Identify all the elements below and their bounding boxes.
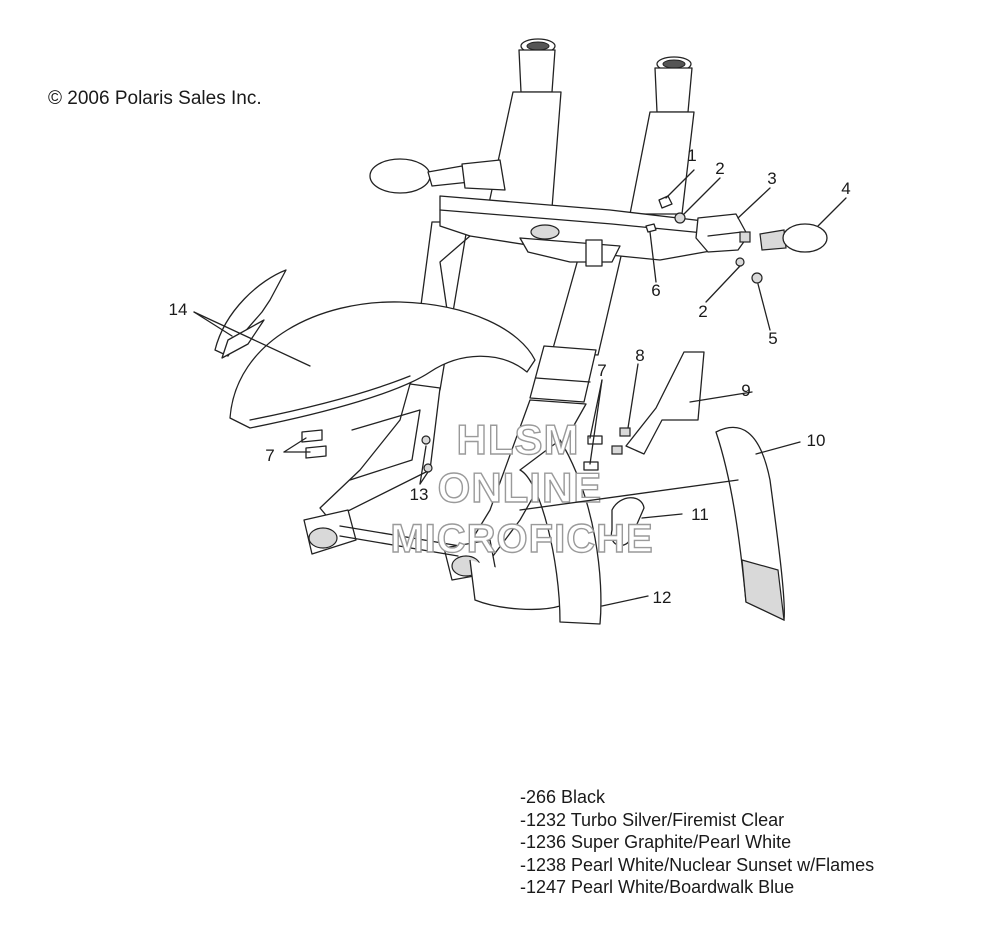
watermark-line-1: HLSM [457, 416, 580, 463]
copyright-notice: © 2006 Polaris Sales Inc. [48, 88, 262, 109]
fender-bracket [611, 351, 705, 455]
callout-3: 3 [767, 169, 776, 188]
color-code-item: -1238 Pearl White/Nuclear Sunset w/Flame… [520, 854, 875, 875]
turn-signal-assembly [645, 195, 828, 284]
callout-11: 11 [691, 505, 709, 524]
callout-12: 12 [653, 588, 672, 607]
mounting-hardware [301, 429, 603, 473]
fender-trim [610, 426, 785, 622]
callout-1: 1 [687, 146, 696, 165]
triple-clamp [439, 195, 717, 331]
color-code-item: -1232 Turbo Silver/Firemist Clear [520, 809, 785, 830]
left-mirror [369, 158, 506, 194]
watermark-line-2: ONLINE [438, 464, 603, 511]
callout-8: 8 [635, 346, 644, 365]
right-fork-tube [529, 56, 695, 403]
callout-2-lower: 2 [698, 302, 707, 321]
callout-4: 4 [841, 179, 850, 198]
color-code-item: -266 Black [520, 787, 606, 807]
callout-14: 14 [169, 300, 188, 319]
callout-9: 9 [741, 381, 750, 400]
callout-5: 5 [768, 329, 777, 348]
callout-6: 6 [651, 281, 660, 300]
callout-2-upper: 2 [715, 159, 724, 178]
watermark: HLSM ONLINE MICROFICHE [390, 415, 654, 561]
callout-7-right: 7 [597, 361, 606, 380]
leader-lines [193, 169, 847, 607]
front-fender [214, 269, 536, 429]
callout-13: 13 [410, 485, 429, 504]
lower-fork-legs [303, 383, 602, 625]
callout-7-left: 7 [265, 446, 274, 465]
color-code-list: -266 Black -1232 Turbo Silver/Firemist C… [520, 786, 874, 899]
color-code-item: -1236 Super Graphite/Pearl White [520, 832, 792, 852]
color-code-item: -1247 Pearl White/Boardwalk Blue [520, 877, 795, 897]
watermark-line-3: MICROFICHE [390, 517, 653, 561]
callout-numbers: 1 2 3 4 2 5 6 14 8 7 9 10 7 13 11 12 [169, 146, 851, 607]
callout-10: 10 [807, 431, 826, 450]
